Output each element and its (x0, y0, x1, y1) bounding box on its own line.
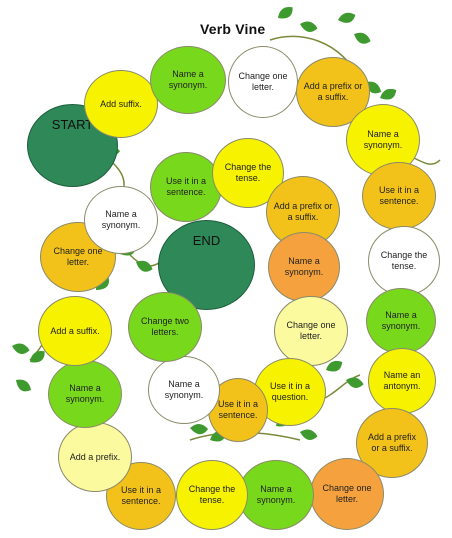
board-space: Name a synonym. (84, 186, 158, 254)
start-label: START (51, 117, 94, 132)
board-space: Change the tense. (368, 226, 440, 296)
board-space: Name a synonym. (268, 232, 340, 302)
space-text: Name an antonym. (383, 370, 421, 391)
leaf-icon (354, 32, 371, 44)
leaf-icon (346, 377, 364, 388)
leaf-icon (326, 360, 343, 372)
space-text: Change one letter. (53, 246, 103, 267)
leaf-icon (300, 21, 318, 32)
space-text: Change two letters. (140, 316, 190, 337)
space-text: Add a prefix or a suffix. (303, 81, 363, 102)
space-text: Change the tense. (188, 484, 236, 505)
board-space: Change one letter. (228, 46, 298, 118)
space-text: Change the tense. (224, 162, 272, 183)
space-text: Name a synonym. (363, 129, 403, 150)
game-title: Verb Vine (200, 21, 266, 37)
board-space: Name a synonym. (150, 46, 226, 114)
leaf-icon (380, 88, 397, 100)
space-text: Name a synonym. (65, 383, 105, 404)
board-space: Change two letters. (128, 292, 202, 362)
space-text: Name a synonym. (256, 484, 296, 505)
space-text: Use it in a sentence. (378, 185, 420, 206)
space-text: Add a prefix or a suffix. (367, 432, 417, 453)
space-text: Name a synonym. (101, 209, 141, 230)
leaf-icon (12, 343, 30, 354)
space-text: Name a synonym. (284, 256, 324, 277)
leaf-icon (16, 379, 32, 392)
board-space: Add a prefix or a suffix. (266, 176, 340, 248)
board-space: Change one letter. (274, 296, 348, 366)
space-text: Add a prefix. (69, 451, 121, 462)
space-text: Change the tense. (380, 250, 428, 271)
board-space: Add a suffix. (38, 296, 112, 366)
board-space: Name a synonym. (148, 356, 220, 424)
space-text: Use it in a sentence. (217, 399, 259, 420)
space-text: Use it in a question. (269, 381, 311, 402)
space-text: Change one letter. (322, 483, 372, 504)
space-text: Name a synonym. (381, 310, 421, 331)
board-space: Name an antonym. (368, 348, 436, 414)
space-text: Add suffix. (100, 98, 142, 109)
space-text: Use it in a sentence. (120, 485, 162, 506)
leaf-icon (300, 429, 318, 440)
board-space: Use it in a sentence. (150, 152, 222, 222)
space-text: Change one letter. (286, 320, 336, 341)
board-space: Change the tense. (176, 460, 248, 530)
space-text: Add a suffix. (50, 325, 100, 336)
leaf-icon (278, 7, 293, 19)
board-space: Name a synonym. (366, 288, 436, 354)
leaf-icon (136, 260, 153, 272)
space-text: Name a synonym. (168, 69, 208, 90)
leaf-icon (30, 351, 45, 363)
space-text: Name a synonym. (164, 379, 204, 400)
board-space: Add suffix. (84, 70, 158, 138)
board-space: Add a prefix. (58, 422, 132, 492)
space-text: Use it in a sentence. (165, 176, 207, 197)
board-space: Name a synonym. (238, 460, 314, 530)
board-space: Change one letter. (310, 458, 384, 530)
space-text: Add a prefix or a suffix. (273, 201, 333, 222)
end-label: END (192, 233, 221, 248)
board-space: Name a synonym. (48, 360, 122, 428)
space-text: Change one letter. (238, 71, 288, 92)
board-space: Add a prefix or a suffix. (356, 408, 428, 478)
leaf-icon (190, 424, 209, 435)
leaf-icon (338, 12, 356, 23)
board-space: Use it in a sentence. (362, 162, 436, 230)
